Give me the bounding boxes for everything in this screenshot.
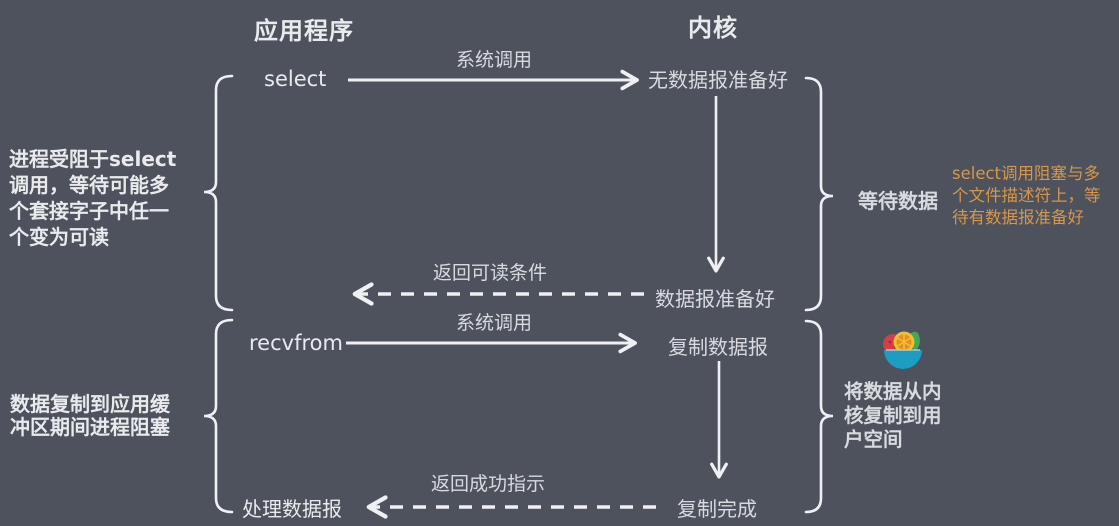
- node-recvfrom: recvfrom: [249, 331, 343, 355]
- header-application: 应用程序: [254, 17, 354, 45]
- note-blocked-during-copy: 数据复制到应用缓 冲区期间进程阻塞: [10, 392, 170, 439]
- note-copy-kernel-to-user: 将数据从内 核复制到用 户空间: [844, 380, 942, 451]
- node-select: select: [264, 67, 327, 91]
- brace-left-wait: [203, 74, 234, 312]
- node-copy-complete: 复制完成: [677, 497, 757, 521]
- label-syscall-recvfrom: 系统调用: [455, 312, 532, 334]
- label-wait-for-data: 等待数据: [858, 189, 938, 213]
- node-no-datagram-ready: 无数据报准备好: [648, 68, 788, 92]
- node-process-datagram: 处理数据报: [242, 497, 342, 521]
- header-kernel: 内核: [688, 14, 738, 42]
- note-select-blocking-orange: select调用阻塞与多 个文件描述符上，等 待有数据报准备好: [952, 164, 1101, 227]
- brace-right-copy: [804, 319, 834, 514]
- brace-right-wait: [804, 76, 834, 312]
- label-return-readable: 返回可读条件: [432, 262, 547, 284]
- label-return-success: 返回成功指示: [430, 473, 545, 495]
- note-blocked-in-select: 进程受阻于select 调用，等待可能多 个套接字子中任一 个变为可读: [9, 147, 177, 249]
- node-copy-datagram: 复制数据报: [668, 335, 768, 359]
- label-syscall-select: 系统调用: [455, 49, 532, 71]
- node-datagram-ready: 数据报准备好: [655, 287, 775, 311]
- fruit-bowl-icon: [883, 331, 922, 369]
- brace-left-copy: [203, 318, 234, 514]
